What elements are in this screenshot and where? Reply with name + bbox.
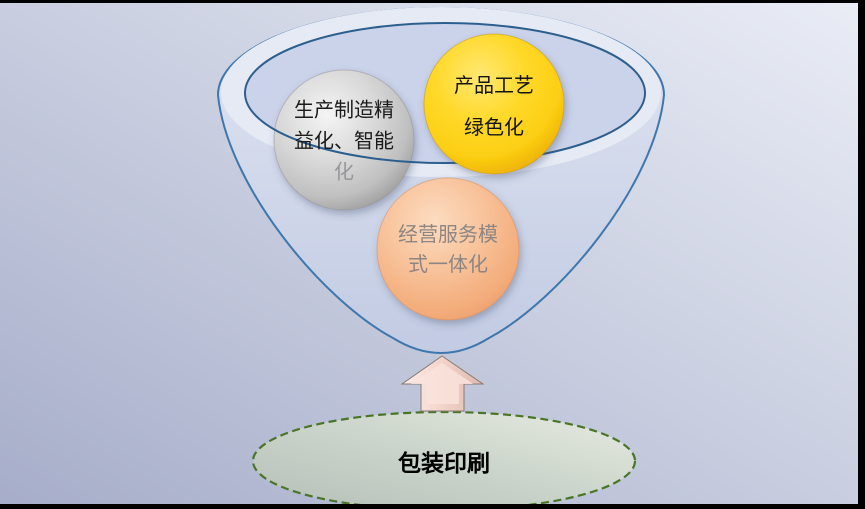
- funnel-opening-outline: [244, 22, 646, 164]
- bubble-service-model-circle: [376, 177, 520, 321]
- right-border-bar: [858, 0, 865, 509]
- bubble-manufacturing-circle: [273, 69, 415, 211]
- bubble-green-process-circle: [423, 33, 565, 175]
- base-ellipse-shape: [251, 410, 637, 509]
- top-border-bar: [0, 0, 865, 3]
- bottom-border-bar: [0, 504, 865, 509]
- up-arrow-face: [411, 363, 473, 404]
